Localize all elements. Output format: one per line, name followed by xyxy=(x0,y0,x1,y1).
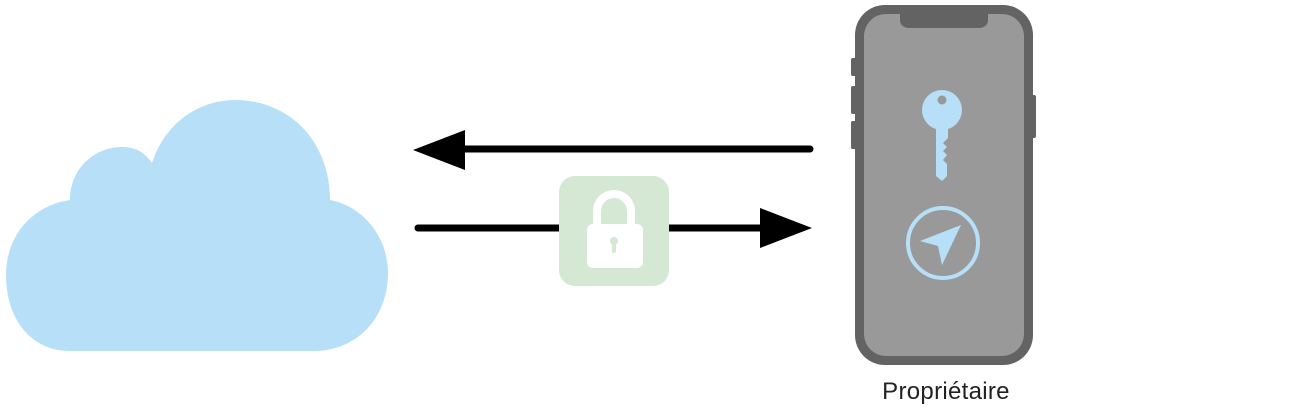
lock-badge xyxy=(559,176,669,286)
arrow-to-cloud xyxy=(413,130,814,170)
phone-notch xyxy=(900,14,988,28)
phone-screen xyxy=(864,14,1024,356)
iphone-icon xyxy=(851,5,1036,365)
key-icon xyxy=(922,90,962,181)
location-arrow-icon xyxy=(906,206,980,280)
owner-label: Propriétaire xyxy=(882,378,1010,405)
cloud-icon xyxy=(6,100,388,351)
lock-icon xyxy=(587,189,643,268)
